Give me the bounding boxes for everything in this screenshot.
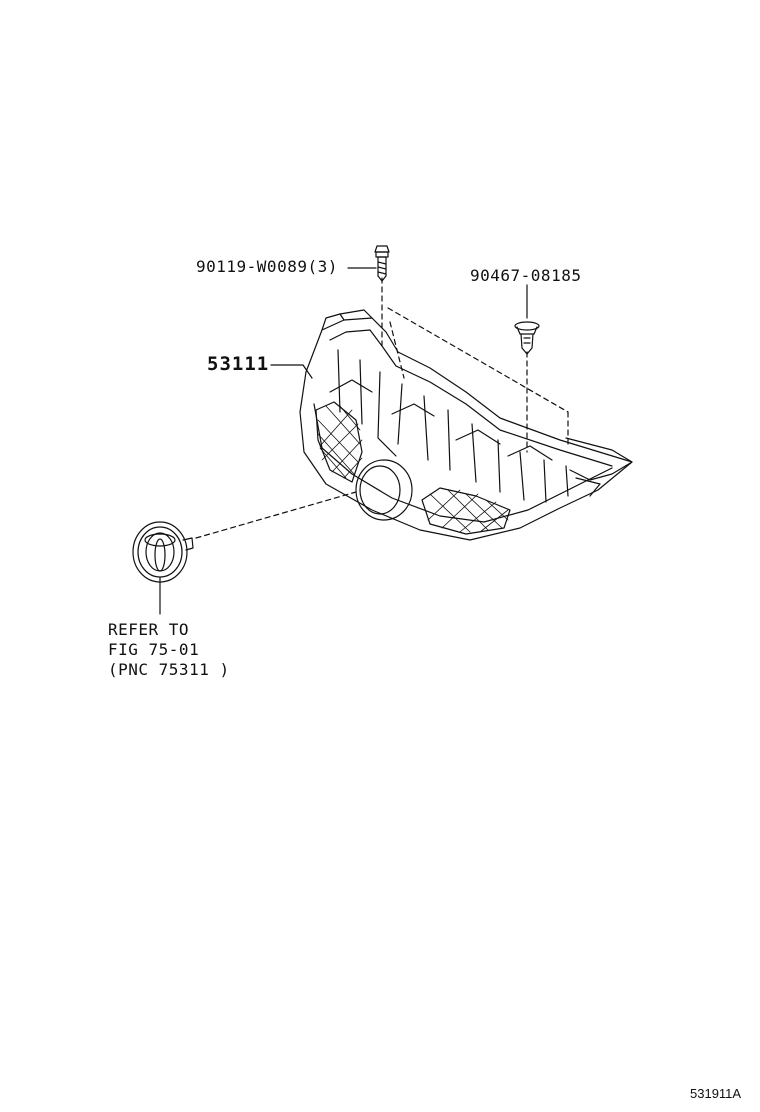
grille-left-mesh xyxy=(315,401,363,483)
grille-emblem-mount xyxy=(355,459,413,521)
bolt-part-qty: (3) xyxy=(307,257,338,276)
figure-code: 531911A xyxy=(690,1086,742,1101)
bolt-icon xyxy=(374,245,390,282)
emblem-dash xyxy=(195,491,357,539)
grille-icon xyxy=(299,309,633,541)
bolt-to-right-dash xyxy=(387,307,569,413)
bolt-part-number: 90119-W0089 xyxy=(196,257,308,276)
grille-outer-frame xyxy=(299,317,633,541)
clip-icon xyxy=(514,321,540,355)
grille-inner-top xyxy=(329,329,613,467)
leader-lines xyxy=(159,267,528,615)
grille-leader-line xyxy=(270,364,313,379)
emblem-ref-line1: REFER TO xyxy=(108,620,190,639)
grille-right-bracket xyxy=(565,437,633,481)
grille-part-label: 53111 xyxy=(207,353,270,375)
assembly-dashed-lines xyxy=(195,277,569,539)
bolt-part-label: 90119-W0089(3) xyxy=(196,257,338,276)
clip-part-label: 90467-08185 xyxy=(470,266,582,285)
emblem-ref-line3: (PNC 75311 ) xyxy=(108,660,230,679)
emblem-icon xyxy=(132,521,194,583)
emblem-ref-line2: FIG 75-01 xyxy=(108,640,200,659)
